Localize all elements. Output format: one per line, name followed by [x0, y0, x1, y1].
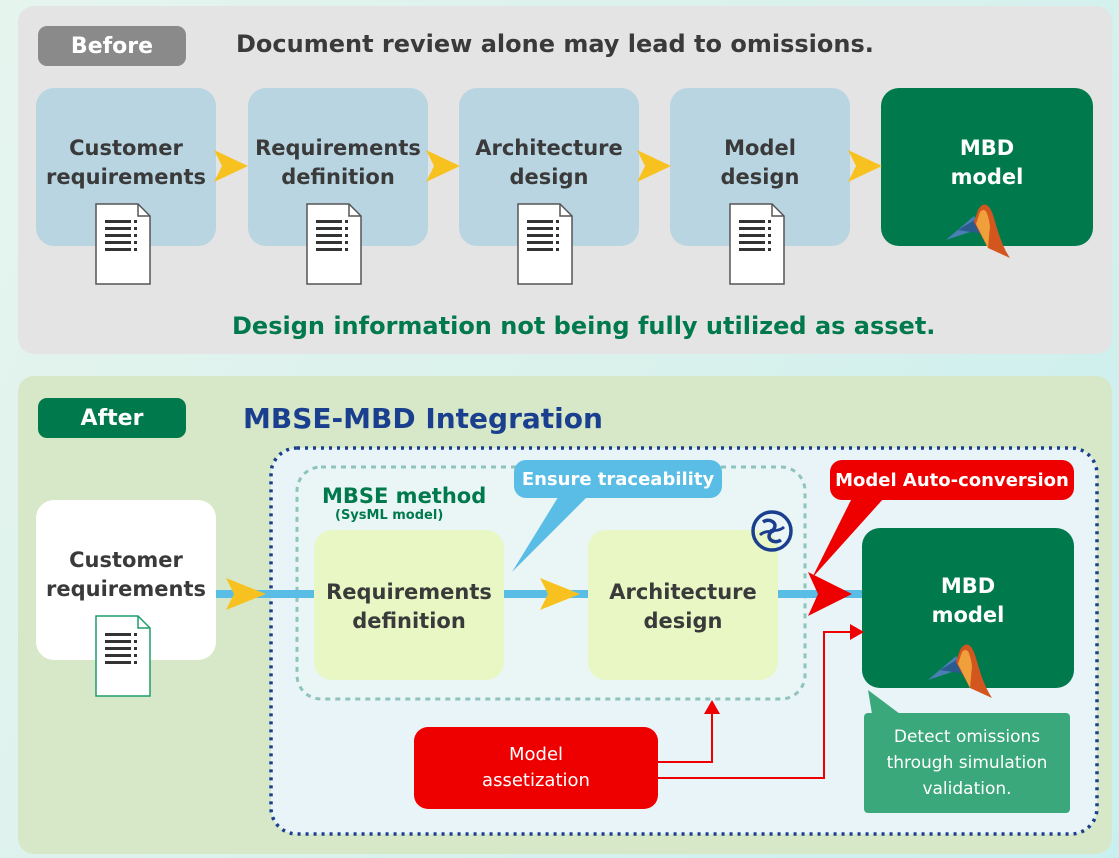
mbse-method-subtitle: (SysML model): [335, 508, 444, 523]
auto-conversion-callout-text: Model Auto-conversion: [835, 469, 1069, 491]
assetization-label: Model assetization: [414, 727, 658, 809]
arrow-chevron-icon: [540, 578, 580, 610]
before-footer: Design information not being fully utili…: [232, 312, 936, 340]
matlab-logo-icon: [946, 204, 1010, 258]
step-label: MBD model: [950, 136, 1024, 189]
step-label: Customer requirements: [46, 136, 206, 189]
after-mbd-model-label: MBD model: [862, 528, 1074, 688]
traceability-callout: [514, 460, 722, 498]
arrow-chevron-icon: [214, 150, 248, 182]
after-box-architecture-design: [588, 530, 778, 680]
step-label: Requirements definition: [255, 136, 421, 189]
after-architecture-design-label: Architecture design: [588, 530, 778, 680]
mbse-method-title: MBSE method: [322, 484, 487, 508]
step-label: Customer requirements: [46, 548, 206, 601]
auto-conversion-callout-tail: [812, 498, 884, 578]
step-label: Requirements definition: [326, 580, 492, 633]
step-label: Detect omissions through simulation vali…: [886, 727, 1048, 799]
traceability-callout-text: Ensure traceability: [521, 468, 715, 490]
detect-callout: [864, 713, 1070, 813]
arrowhead-icon: [704, 700, 720, 714]
before-step-architecture-design: Architecture design: [459, 88, 639, 246]
arrowhead-icon: [850, 624, 864, 640]
after-customer-requirements-label: Customer requirements: [36, 500, 216, 660]
before-tag: Before: [38, 26, 186, 66]
before-heading: Document review alone may lead to omissi…: [236, 30, 874, 58]
traceability-callout-tail: [512, 494, 590, 572]
assetization-connector-mbd: [658, 631, 850, 779]
arrow-chevron-icon: [848, 150, 882, 182]
auto-conversion-callout: [830, 460, 1074, 500]
assetization-box: [414, 727, 658, 809]
document-icon: [95, 615, 151, 697]
detect-callout-tail: [868, 690, 900, 714]
arrow-chevron-icon: [637, 150, 671, 182]
step-label: MBD model: [931, 574, 1005, 627]
step-label: Architecture design: [609, 580, 757, 633]
arrow-chevron-icon: [226, 578, 266, 610]
step-label: Model assetization: [482, 744, 590, 791]
document-icon: [95, 203, 151, 285]
arrow-chevron-icon: [426, 150, 460, 182]
after-heading: MBSE-MBD Integration: [243, 402, 603, 435]
sysml-tool-logo-icon: [751, 510, 793, 552]
document-icon: [517, 203, 573, 285]
after-box-mbd-model: [862, 528, 1074, 688]
detect-omissions-label: Detect omissions through simulation vali…: [864, 713, 1070, 813]
document-icon: [729, 203, 785, 285]
after-box-customer-requirements: [36, 500, 216, 660]
after-tag: After: [38, 398, 186, 438]
after-requirements-definition-label: Requirements definition: [314, 530, 504, 680]
after-box-requirements-definition: [314, 530, 504, 680]
assetization-connector-arch: [658, 712, 713, 763]
auto-conversion-arrow: [808, 572, 852, 616]
step-label: Model design: [720, 136, 800, 189]
document-icon: [306, 203, 362, 285]
step-label: Architecture design: [475, 136, 623, 189]
